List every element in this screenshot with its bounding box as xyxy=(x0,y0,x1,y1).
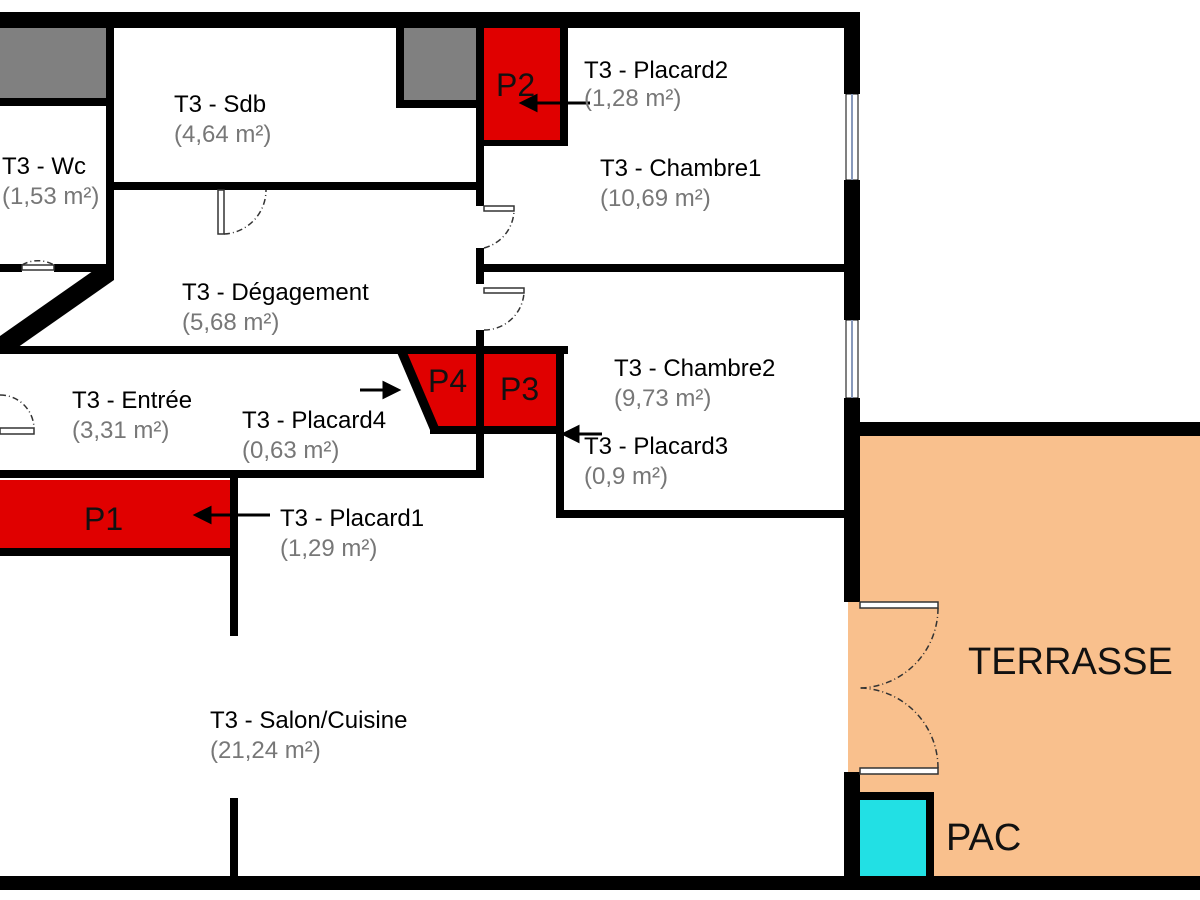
chambre1-area: (10,69 m²) xyxy=(600,185,711,212)
placard2-label: T3 - Placard2 xyxy=(584,57,728,84)
tag-p2: P2 xyxy=(496,67,535,103)
shaft-left xyxy=(0,28,110,100)
salon-area: (21,24 m²) xyxy=(210,737,321,764)
terrace-label: TERRASSE xyxy=(968,641,1173,683)
placard1-area: (1,29 m²) xyxy=(280,535,377,562)
closet-p4 xyxy=(402,352,484,428)
degagement-area: (5,68 m²) xyxy=(182,309,279,336)
wc-area: (1,53 m²) xyxy=(2,183,99,210)
placard4-area: (0,63 m²) xyxy=(242,437,339,464)
entree-area: (3,31 m²) xyxy=(72,417,169,444)
degagement-label: T3 - Dégagement xyxy=(182,279,369,306)
placard3-area: (0,9 m²) xyxy=(584,463,668,490)
arrows xyxy=(192,93,602,525)
windows xyxy=(845,93,859,399)
sdb-area: (4,64 m²) xyxy=(174,121,271,148)
salon-label: T3 - Salon/Cuisine xyxy=(210,707,407,734)
wc-label: T3 - Wc xyxy=(2,153,86,180)
chambre1-label: T3 - Chambre1 xyxy=(600,155,761,182)
pac-unit xyxy=(852,800,926,876)
tag-p1: P1 xyxy=(84,501,123,537)
chambre2-area: (9,73 m²) xyxy=(614,385,711,412)
sdb-label: T3 - Sdb xyxy=(174,91,266,118)
tag-p4: P4 xyxy=(428,363,467,399)
closet-p2 xyxy=(484,28,560,146)
placard3-label: T3 - Placard3 xyxy=(584,433,728,460)
placard4-label: T3 - Placard4 xyxy=(242,407,386,434)
tag-p3: P3 xyxy=(500,371,539,407)
walls xyxy=(0,12,1200,890)
entree-label: T3 - Entrée xyxy=(72,387,192,414)
chambre2-label: T3 - Chambre2 xyxy=(614,355,775,382)
doors xyxy=(0,189,939,775)
shaft-middle xyxy=(404,28,476,100)
closet-p3 xyxy=(484,352,560,428)
pac-label: PAC xyxy=(946,817,1021,859)
placard2-area: (1,28 m²) xyxy=(584,85,681,112)
placard1-label: T3 - Placard1 xyxy=(280,505,424,532)
